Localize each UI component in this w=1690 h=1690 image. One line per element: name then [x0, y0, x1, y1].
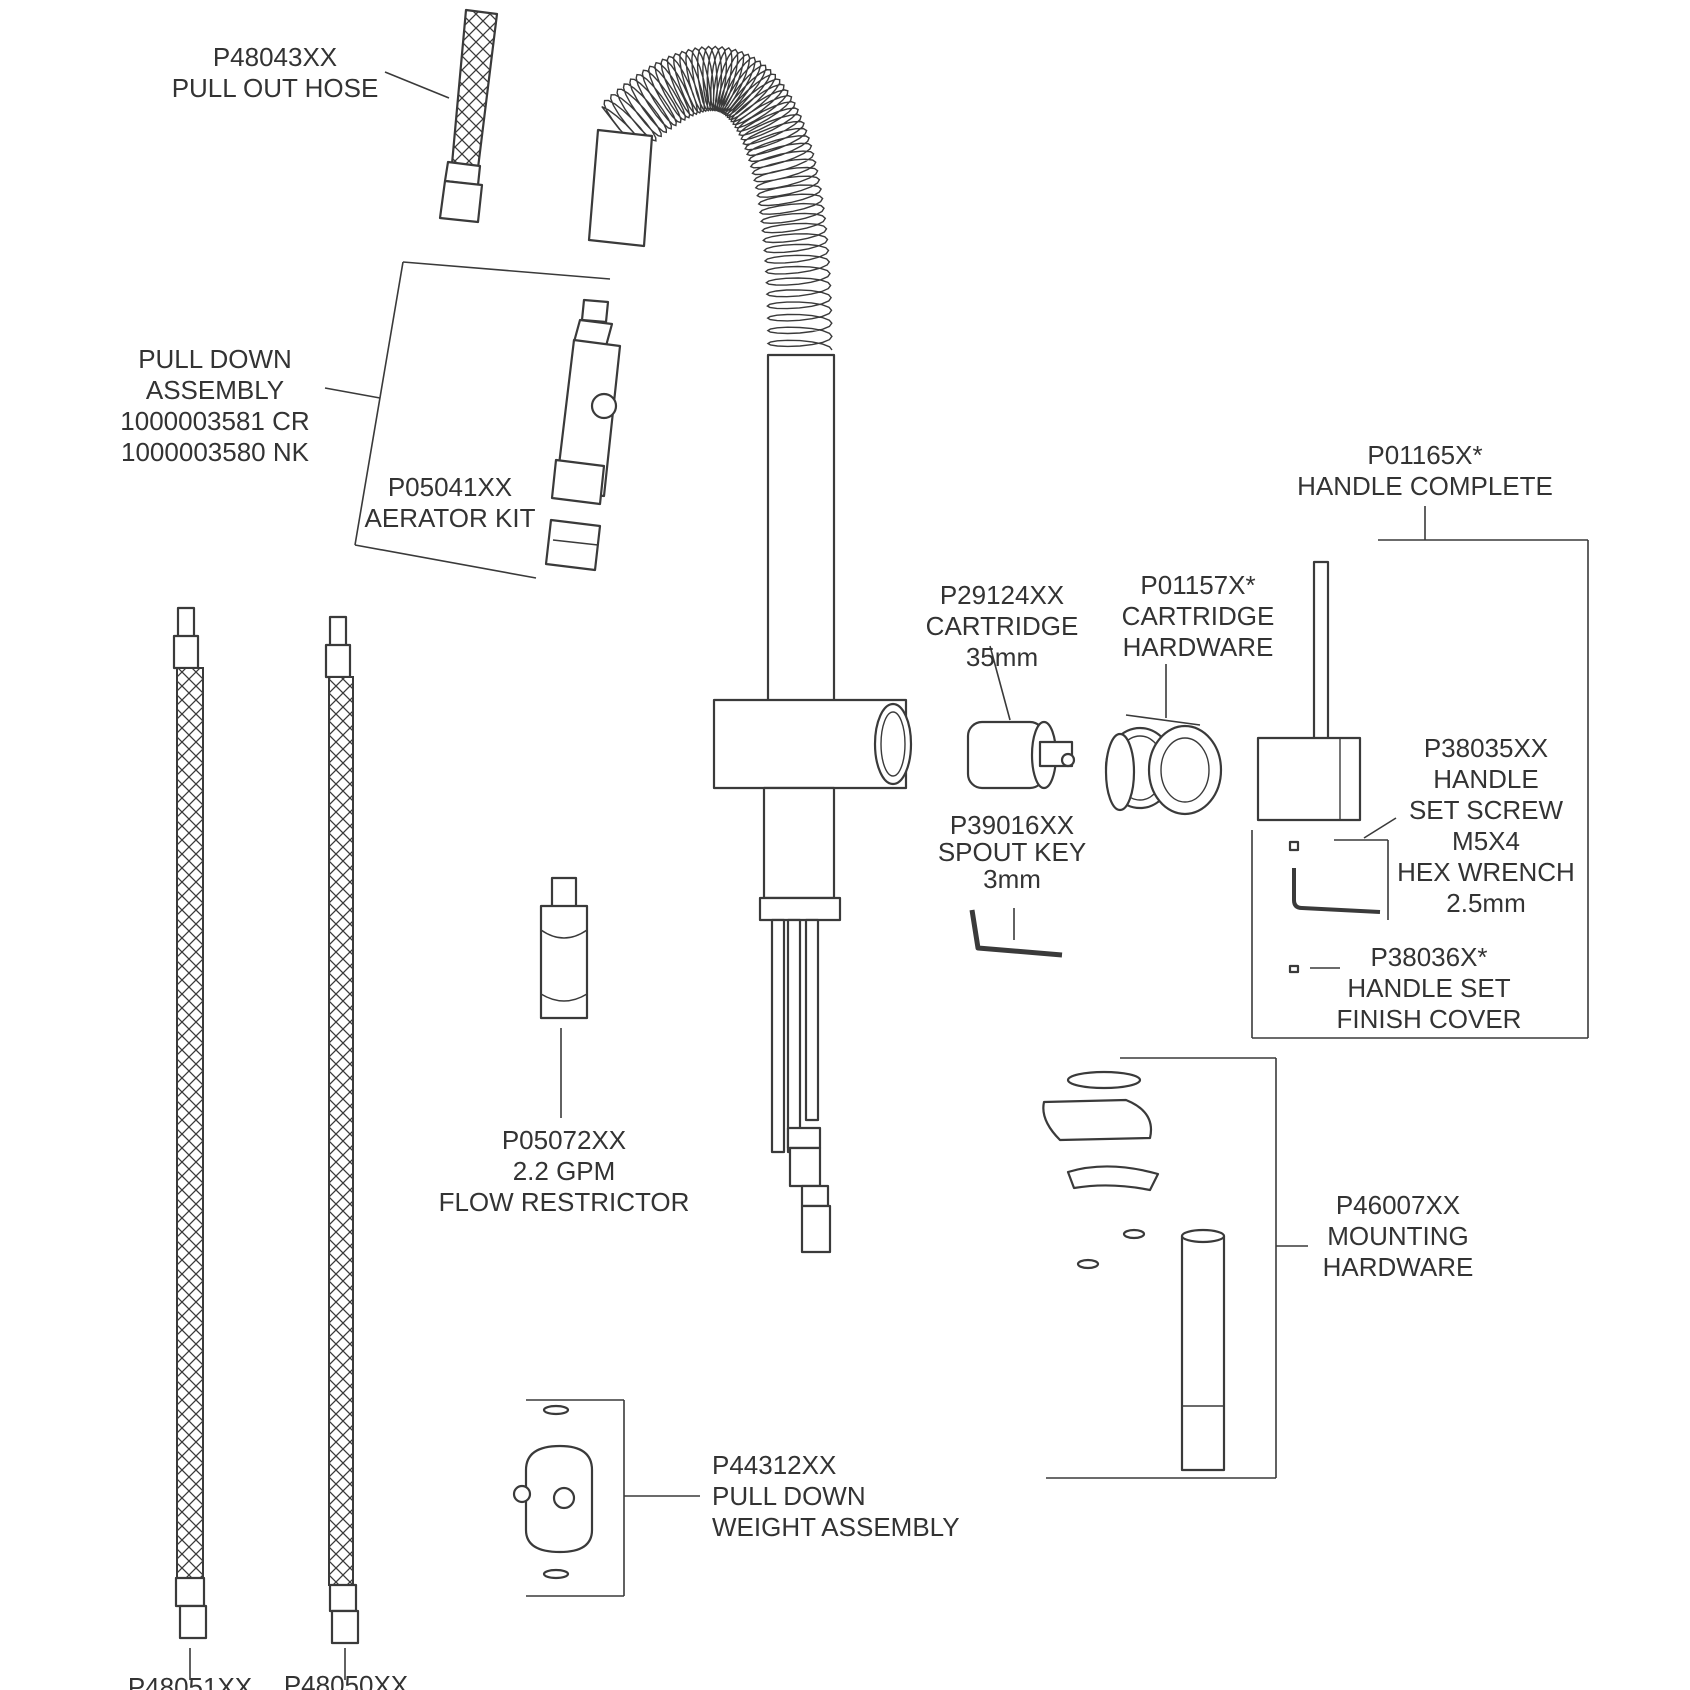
flow-restrictor-part	[539, 876, 589, 1020]
pull-down-sprayer-part	[544, 298, 622, 572]
cartridge-part	[966, 720, 1076, 790]
spring-sleeve-part	[587, 128, 654, 248]
pull-out-hose-part	[438, 8, 499, 224]
handle-complete-label: P01165X*HANDLE COMPLETE	[1297, 440, 1553, 501]
faucet-body-part	[712, 353, 913, 1254]
spout-key-part	[969, 909, 1063, 958]
supply-line-1-part	[172, 606, 208, 1640]
weight-assembly-part	[512, 1404, 594, 1580]
handle-part	[1256, 560, 1362, 822]
supply-line-1-label: P48051XX	[127, 1672, 253, 1690]
hex-wrench-part	[1288, 840, 1381, 914]
cartridge-hardware-part	[1104, 724, 1223, 816]
supply-line-2-part	[324, 615, 360, 1645]
supply-line-2-label: P48050XX	[283, 1670, 409, 1690]
spiral-spring-part	[601, 45, 833, 351]
mounting-hardware-part	[1042, 1070, 1226, 1472]
finish-cover-part	[1288, 964, 1300, 974]
